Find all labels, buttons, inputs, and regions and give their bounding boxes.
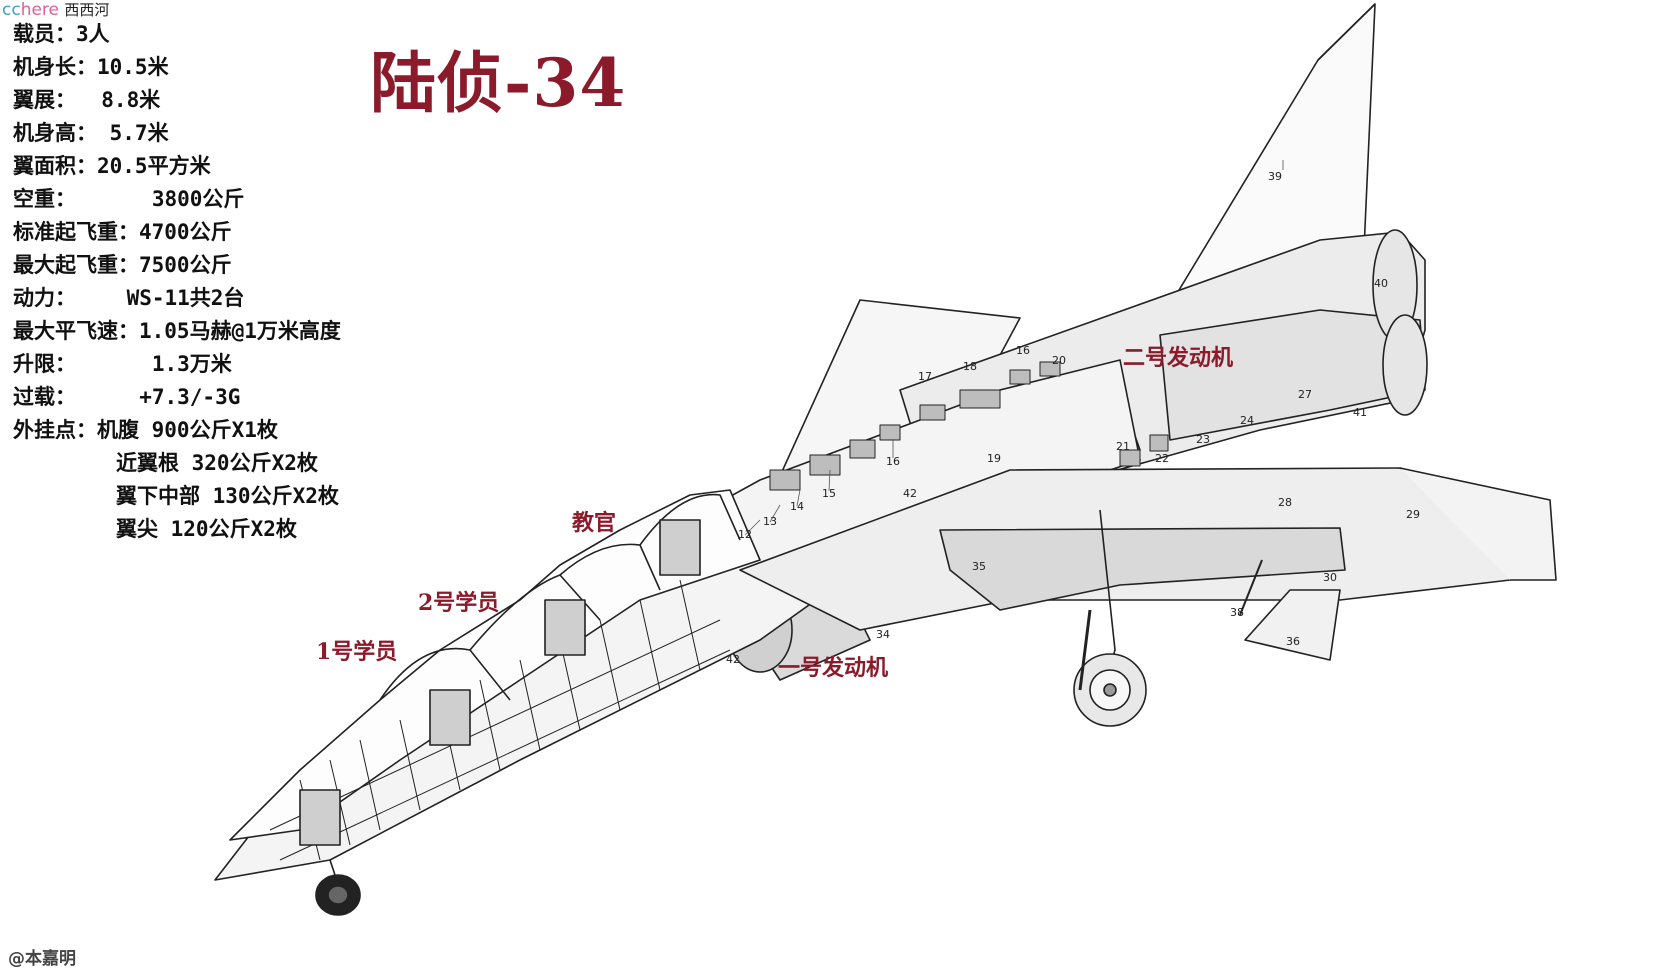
spec-row: 升限： 1.3万米	[13, 352, 232, 376]
callout-engine-2: 二号发动机	[1123, 345, 1234, 371]
spec-row: 翼展： 8.8米	[13, 88, 161, 112]
part-number-label: 36	[1286, 635, 1300, 648]
part-number-label: 40	[1374, 277, 1388, 290]
watermark-cc: cc	[2, 0, 21, 20]
hardpoint-row: 翼尖 120公斤X2枚	[116, 517, 297, 541]
part-number-label: 24	[1240, 414, 1254, 427]
part-number-label: 29	[1406, 508, 1420, 521]
spec-row: 机身高： 5.7米	[13, 121, 169, 145]
callout-engine-1: 一号发动机	[778, 655, 889, 681]
part-number-label: 21	[1116, 440, 1130, 453]
part-number-label: 27	[1298, 388, 1312, 401]
spec-row: 空重： 3800公斤	[13, 187, 245, 211]
part-number-labels: 12 13 14 15 16 16 17 18 19 20 21 22 23 24 27 28 29 30 34 35…	[726, 170, 1420, 666]
spec-row: 翼面积：20.5平方米	[13, 154, 211, 178]
callout-student-2: 2号学员	[418, 590, 500, 616]
hardpoint-row: 近翼根 320公斤X2枚	[116, 451, 318, 475]
spec-row: 动力： WS-11共2台	[13, 286, 245, 310]
part-number-label: 17	[918, 370, 932, 383]
spec-row: 过载： +7.3/-3G	[13, 385, 241, 409]
part-number-label: 38	[1230, 606, 1244, 619]
callout-instructor: 教官	[572, 510, 617, 536]
part-number-label: 15	[822, 487, 836, 500]
watermark-here: here	[20, 0, 60, 20]
part-number-label: 41	[1353, 406, 1367, 419]
part-number-label: 42	[726, 653, 740, 666]
spec-row: 最大平飞速：1.05马赫@1万米高度	[13, 319, 341, 343]
author-credit: @本嘉明	[8, 949, 76, 969]
part-number-label: 18	[963, 360, 977, 373]
part-number-label: 22	[1155, 452, 1169, 465]
spec-row: 标准起飞重：4700公斤	[13, 220, 232, 244]
part-number-label: 12	[738, 528, 752, 541]
part-number-label: 20	[1052, 354, 1066, 367]
callout-student-1: 1号学员	[316, 639, 398, 665]
hardpoint-row: 翼下中部 130公斤X2枚	[116, 484, 339, 508]
spec-row: 外挂点：机腹 900公斤X1枚	[13, 418, 278, 442]
part-number-label: 28	[1278, 496, 1292, 509]
part-number-label: 16	[886, 455, 900, 468]
part-number-label: 16	[1016, 344, 1030, 357]
spec-row: 载员：3人	[13, 22, 110, 46]
watermark-site: 西西河	[64, 1, 110, 19]
part-number-label: 13	[763, 515, 777, 528]
part-number-label: 42	[903, 487, 917, 500]
part-number-label: 14	[790, 500, 804, 513]
part-number-label: 30	[1323, 571, 1337, 584]
part-number-label: 39	[1268, 170, 1282, 183]
part-number-label: 23	[1196, 433, 1210, 446]
part-number-label: 19	[987, 452, 1001, 465]
spec-row: 最大起飞重：7500公斤	[13, 253, 232, 277]
part-number-label: 35	[972, 560, 986, 573]
part-number-label: 34	[876, 628, 890, 641]
page-title: 陆侦-34	[370, 44, 627, 122]
spec-row: 机身长：10.5米	[13, 55, 169, 79]
watermark: cchere 西西河	[2, 0, 109, 20]
